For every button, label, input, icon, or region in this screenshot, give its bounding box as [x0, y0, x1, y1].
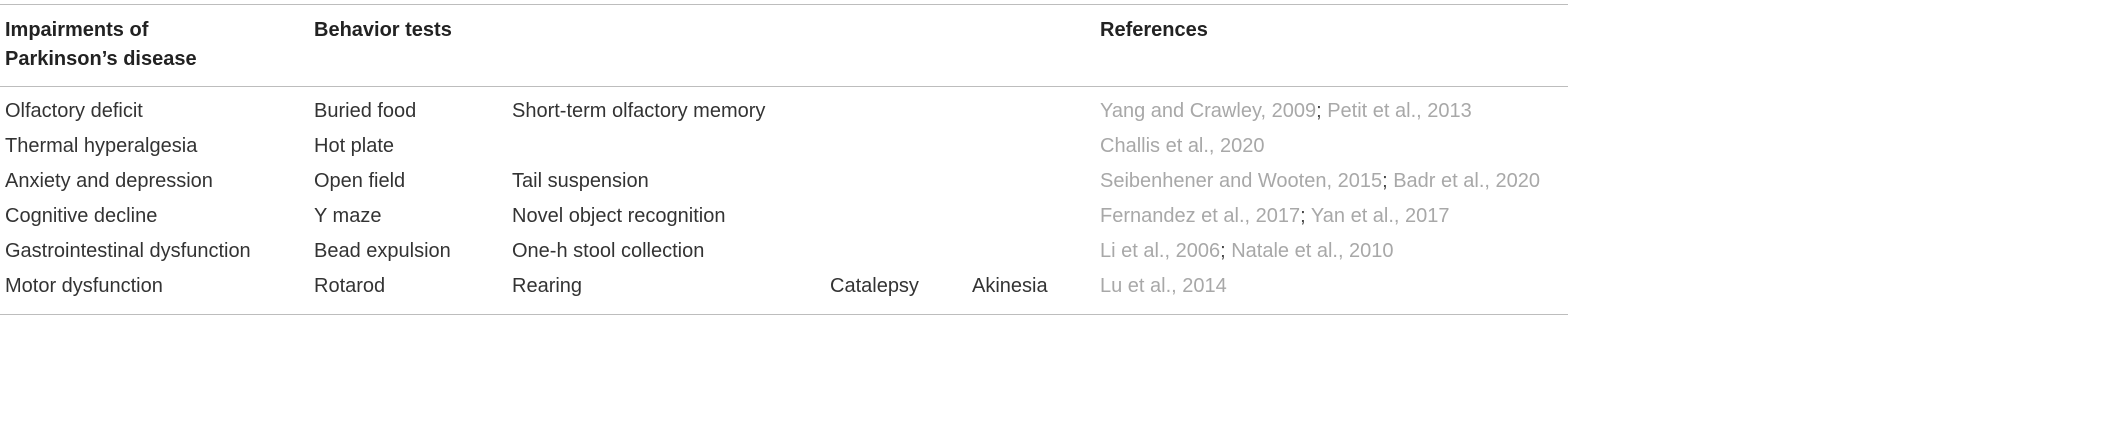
table-row-impairment: Cognitive decline [5, 205, 158, 227]
table-row-impairment: Thermal hyperalgesia [5, 135, 198, 157]
reference-link[interactable]: Seibenhener and Wooten, 2015 [1100, 170, 1383, 192]
reference-separator: ; [1316, 100, 1322, 122]
reference-link[interactable]: Badr et al., 2020 [1393, 170, 1540, 192]
table-row-impairment: Olfactory deficit [5, 100, 143, 122]
table-row-references: Challis et al., 2020 [1100, 132, 1265, 161]
reference-link[interactable]: Yang and Crawley, 2009 [1100, 100, 1317, 122]
reference-link[interactable]: Yan et al., 2017 [1310, 205, 1450, 227]
table-row-references: Yang and Crawley, 2009; Petit et al., 20… [1100, 97, 1472, 126]
table-row-test: Novel object recognition [512, 205, 726, 227]
table-row-test: Short-term olfactory memory [512, 100, 766, 122]
header-impairments-line2: Parkinson’s disease [5, 48, 197, 70]
table-row-references: Seibenhener and Wooten, 2015; Badr et al… [1100, 167, 1540, 196]
reference-link[interactable]: Petit et al., 2013 [1327, 100, 1472, 122]
reference-link[interactable]: Fernandez et al., 2017 [1100, 205, 1301, 227]
table-row-references: Li et al., 2006; Natale et al., 2010 [1100, 237, 1394, 266]
table-row-test: Rotarod [314, 275, 386, 297]
header-rule [0, 86, 1568, 87]
header-references: References [1100, 19, 1208, 41]
table-row-impairment: Motor dysfunction [5, 275, 163, 297]
reference-link[interactable]: Li et al., 2006 [1100, 240, 1221, 262]
table-row-impairment: Gastrointestinal dysfunction [5, 240, 251, 262]
table-row-test: Catalepsy [830, 275, 919, 297]
table-bottom-rule [0, 314, 1568, 315]
reference-link[interactable]: Natale et al., 2010 [1231, 240, 1394, 262]
table-row-test: Rearing [512, 275, 583, 297]
header-behavior-tests: Behavior tests [314, 19, 452, 41]
table-row-test: Akinesia [972, 275, 1048, 297]
table-row-references: Lu et al., 2014 [1100, 272, 1227, 301]
header-impairments: Impairments of Parkinson’s disease [5, 16, 197, 74]
table-row-test: Open field [314, 170, 406, 192]
table-top-rule [0, 4, 1568, 5]
reference-separator: ; [1382, 170, 1388, 192]
table-row-test: Y maze [314, 205, 382, 227]
table-row-test: Tail suspension [512, 170, 649, 192]
reference-link[interactable]: Challis et al., 2020 [1100, 135, 1265, 157]
header-impairments-line1: Impairments of [5, 19, 149, 41]
table-row-test: Bead expulsion [314, 240, 451, 262]
table-row-test: Buried food [314, 100, 417, 122]
table-row-test: One-h stool collection [512, 240, 705, 262]
table-row-references: Fernandez et al., 2017; Yan et al., 2017 [1100, 202, 1450, 231]
reference-separator: ; [1220, 240, 1226, 262]
reference-separator: ; [1300, 205, 1306, 227]
table-row-test: Hot plate [314, 135, 395, 157]
reference-link[interactable]: Lu et al., 2014 [1100, 275, 1227, 297]
table-row-impairment: Anxiety and depression [5, 170, 213, 192]
